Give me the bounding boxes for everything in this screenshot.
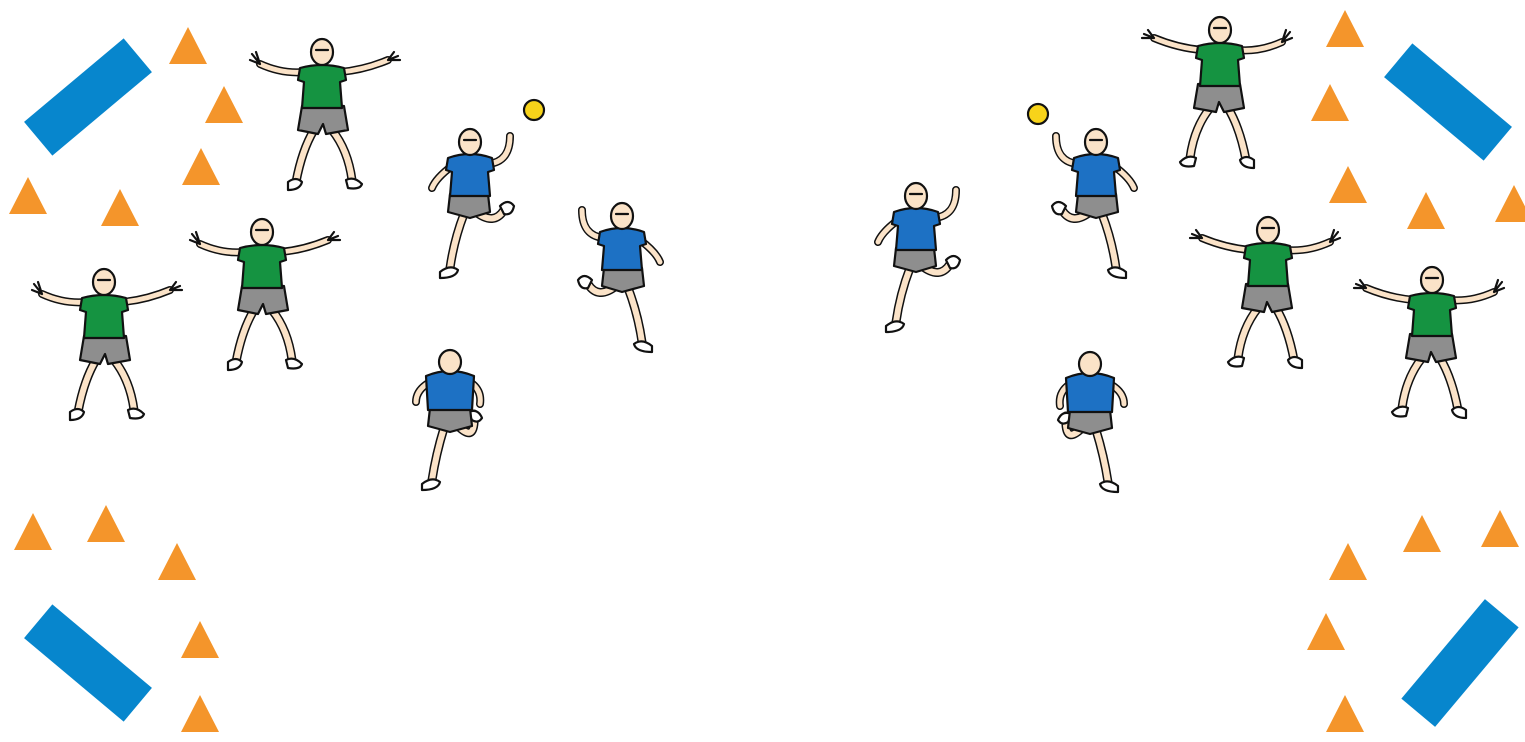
cone-icon <box>1403 515 1441 552</box>
defender-player-icon <box>1190 217 1340 368</box>
defender-player-icon <box>1354 267 1504 418</box>
cone-icon <box>101 189 139 226</box>
cone-icon <box>169 27 207 64</box>
left-attackers <box>416 129 660 490</box>
defender-player-icon <box>190 219 340 370</box>
ball-icon <box>524 100 544 120</box>
cone-icon <box>1326 695 1364 732</box>
cone-icon <box>1407 192 1445 229</box>
cone-icon <box>1307 613 1345 650</box>
cone-icon <box>1329 166 1367 203</box>
mat-icon <box>24 604 152 721</box>
defender-player-icon <box>250 39 400 190</box>
cone-icon <box>9 177 47 214</box>
ball-icon <box>1028 104 1048 124</box>
cone-icon <box>1329 543 1367 580</box>
attacker-player-icon <box>432 129 514 278</box>
cone-icon <box>158 543 196 580</box>
mats <box>24 38 1519 727</box>
defender-player-icon <box>1142 17 1292 168</box>
attacker-player-icon <box>578 203 660 352</box>
cone-icon <box>1481 510 1519 547</box>
cone-icon <box>87 505 125 542</box>
defender-player-icon <box>32 269 182 420</box>
cone-icon <box>181 695 219 732</box>
cone-icon <box>1326 10 1364 47</box>
attacker-player-icon <box>416 350 482 490</box>
attacker-player-icon <box>1052 129 1134 278</box>
mat-icon <box>24 38 152 155</box>
cone-icon <box>182 148 220 185</box>
cone-icon <box>14 513 52 550</box>
cones <box>9 10 1525 732</box>
cone-icon <box>181 621 219 658</box>
mat-icon <box>1401 599 1518 727</box>
cone-icon <box>1311 84 1349 121</box>
right-attackers <box>878 129 1134 492</box>
attacker-player-icon <box>1058 352 1124 492</box>
cone-icon <box>1495 185 1525 222</box>
attacker-player-icon <box>878 183 960 332</box>
mat-icon <box>1384 43 1512 160</box>
cone-icon <box>205 86 243 123</box>
